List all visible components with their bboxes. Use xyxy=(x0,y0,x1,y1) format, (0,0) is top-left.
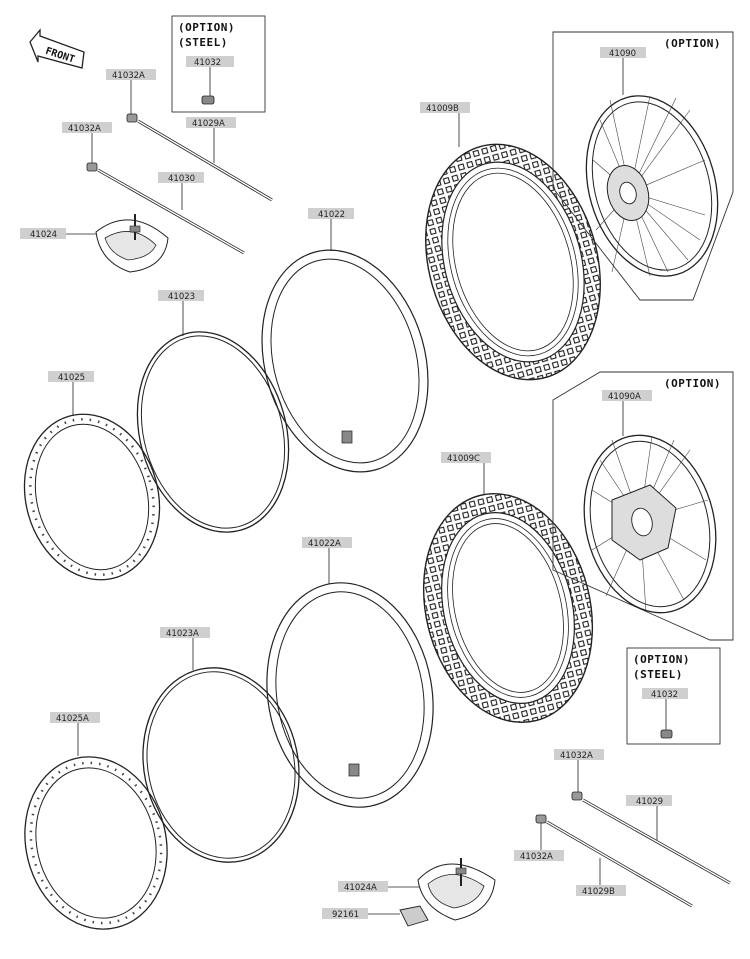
spoked-wheel-41090A-icon xyxy=(583,434,717,614)
part-label-41022: 41022 xyxy=(318,210,345,220)
part-label-41032A-4: 41032A xyxy=(520,852,553,862)
part-label-41009B: 41009B xyxy=(426,104,459,114)
spoked-wheel-41090-icon xyxy=(585,95,719,277)
rim-band-41023 xyxy=(136,331,290,533)
option-box-steel-top-line2: (STEEL) xyxy=(178,36,228,49)
rubber-pad-92161-icon xyxy=(399,905,429,927)
part-label-41032A-3: 41032A xyxy=(560,751,593,761)
part-label-41030: 41030 xyxy=(168,174,195,184)
spoke-nipple-icon xyxy=(126,113,138,123)
option-box-steel-bottom: (OPTION) (STEEL) 41032 xyxy=(626,647,721,745)
part-label-41032-top: 41032 xyxy=(194,58,221,68)
part-label-41029B: 41029B xyxy=(582,887,615,897)
part-label-41023: 41023 xyxy=(168,292,195,302)
part-label-41032A-1: 41032A xyxy=(112,71,145,81)
part-label-41090: 41090 xyxy=(609,49,636,59)
rim-band-41023A xyxy=(142,667,300,863)
option-box-wheel-rear-line1: (OPTION) xyxy=(664,377,721,390)
option-box-wheel-rear: (OPTION) 41090A xyxy=(552,371,734,641)
option-box-wheel-front: (OPTION) 41090 xyxy=(552,31,734,301)
option-box-steel-top: (OPTION) (STEEL) 41032 xyxy=(171,15,266,113)
option-box-wheel-front-line1: (OPTION) xyxy=(664,37,721,50)
spoke-nipple-icon xyxy=(535,814,547,824)
rim-41025A xyxy=(24,756,168,930)
part-label-41029A: 41029A xyxy=(192,119,225,129)
part-label-41024: 41024 xyxy=(30,230,57,240)
part-label-41025: 41025 xyxy=(58,373,85,383)
rim-lock-41024-icon xyxy=(95,214,169,273)
tire-41009C xyxy=(422,493,594,723)
spoke-41029B xyxy=(546,820,693,908)
part-label-92161: 92161 xyxy=(332,910,359,920)
tire-41009B xyxy=(425,143,601,381)
part-label-41029: 41029 xyxy=(636,797,663,807)
part-label-41025A: 41025A xyxy=(56,714,89,724)
front-arrow-icon: FRONT xyxy=(29,28,85,69)
part-label-41009C: 41009C xyxy=(447,454,480,464)
inner-tube-41022 xyxy=(261,249,429,473)
rim-lock-41024A-icon xyxy=(417,858,496,921)
part-label-41032-bottom: 41032 xyxy=(651,690,678,700)
spoke-41030 xyxy=(97,168,245,255)
option-box-steel-bottom-line1: (OPTION) xyxy=(633,653,690,666)
part-label-41023A: 41023A xyxy=(166,629,199,639)
spoke-41029 xyxy=(582,798,731,885)
part-label-41032A-2: 41032A xyxy=(68,124,101,134)
inner-tube-41022A xyxy=(266,582,434,808)
spoke-nipple-steel-icon xyxy=(201,95,215,105)
spoke-nipple-icon xyxy=(571,791,583,801)
part-label-41024A: 41024A xyxy=(344,883,377,893)
spoke-41029A xyxy=(137,119,273,202)
option-box-steel-bottom-line2: (STEEL) xyxy=(633,668,683,681)
part-label-41022A: 41022A xyxy=(308,539,341,549)
spoke-nipple-steel-icon xyxy=(660,729,673,739)
rim-41025 xyxy=(23,413,161,581)
spoke-nipple-icon xyxy=(86,162,98,172)
part-label-41090A: 41090A xyxy=(608,392,641,402)
option-box-steel-top-line1: (OPTION) xyxy=(178,21,235,34)
